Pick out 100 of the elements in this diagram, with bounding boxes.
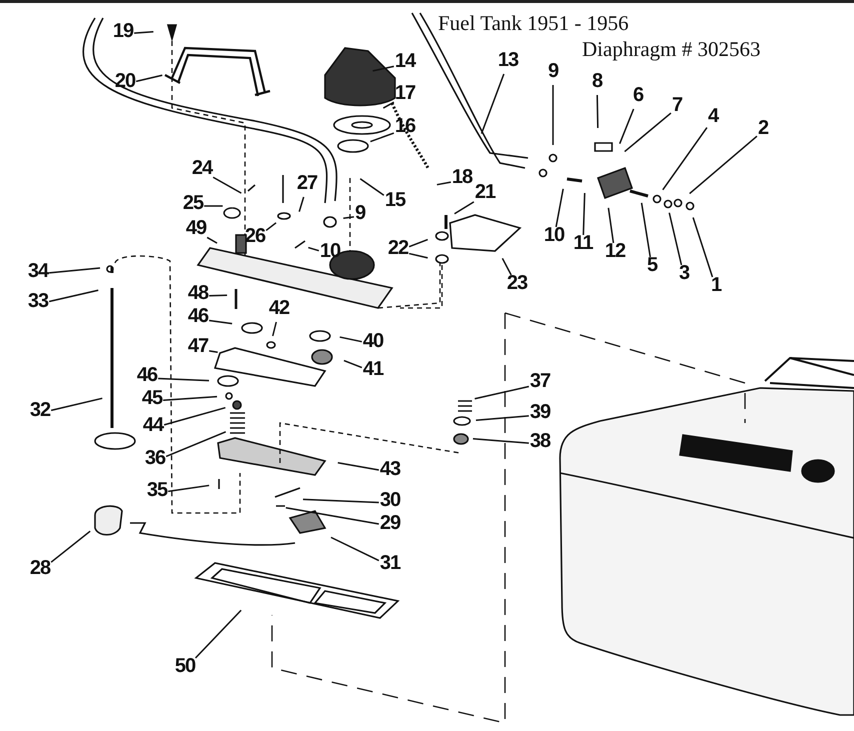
callout-number: 40	[362, 331, 384, 351]
leader-line	[209, 294, 228, 296]
leader-line	[640, 202, 651, 258]
callout-number: 46	[188, 306, 208, 326]
leader-line	[134, 30, 154, 34]
leader-line	[408, 252, 428, 259]
leader-line	[555, 188, 564, 228]
leader-line	[50, 398, 102, 412]
callout-number: 31	[380, 553, 400, 573]
callout-number: 33	[28, 291, 48, 311]
callout-number: 50	[174, 656, 196, 676]
callout-number: 9	[548, 61, 558, 81]
diagram-title: Fuel Tank 1951 - 1956	[438, 13, 629, 34]
leader-line	[476, 415, 529, 421]
leader-line	[206, 236, 218, 244]
leader-line	[692, 217, 714, 278]
callout-number: 7	[672, 95, 682, 115]
callout-number: 38	[530, 431, 550, 451]
callout-number: 9	[354, 203, 366, 223]
leader-line	[624, 112, 672, 152]
callout-number: 44	[142, 415, 164, 435]
callout-number: 14	[394, 51, 416, 71]
callout-number: 13	[498, 50, 518, 70]
leader-line	[286, 507, 379, 525]
leader-line	[662, 127, 708, 190]
callout-number: 3	[678, 263, 690, 283]
leader-line	[209, 350, 218, 354]
callout-number: 29	[380, 513, 400, 533]
callout-number: 18	[452, 167, 472, 187]
leader-line	[136, 74, 162, 82]
leader-line	[596, 94, 599, 128]
callout-number: 27	[296, 173, 318, 193]
leader-line	[330, 536, 380, 562]
leader-line	[164, 406, 226, 426]
callout-number: 2	[758, 118, 768, 138]
leader-line	[552, 85, 554, 145]
callout-number: 30	[380, 490, 400, 510]
leader-line	[298, 196, 304, 212]
leader-line	[382, 102, 394, 109]
part-number-note: Diaphragm # 302563	[582, 39, 760, 60]
callout-number: 48	[188, 283, 208, 303]
callout-number: 6	[632, 85, 644, 105]
leader-line	[343, 216, 354, 220]
leader-line	[212, 176, 242, 194]
callout-number: 10	[544, 225, 564, 245]
leader-line	[168, 484, 210, 492]
leader-line	[436, 181, 452, 186]
callout-number: 4	[708, 106, 718, 126]
leader-line	[302, 498, 379, 504]
callout-number: 11	[573, 233, 593, 253]
callout-number: 26	[244, 226, 266, 246]
leader-line	[360, 178, 384, 196]
leader-line	[266, 222, 276, 232]
callout-number: 23	[506, 273, 528, 293]
callout-number: 39	[530, 402, 550, 422]
leader-line	[209, 320, 232, 324]
leader-line	[272, 322, 277, 336]
callout-number: 37	[530, 371, 550, 391]
callout-number: 41	[362, 359, 384, 379]
leader-line	[608, 208, 614, 244]
leader-line	[344, 360, 362, 368]
leader-line	[619, 108, 634, 144]
leader-line	[472, 438, 529, 444]
callout-number: 22	[388, 238, 408, 258]
leader-line	[689, 136, 758, 194]
callout-number: 21	[474, 182, 496, 202]
callout-number: 36	[144, 448, 166, 468]
leader-line	[166, 431, 226, 458]
leader-line	[454, 201, 474, 214]
leader-line	[48, 290, 98, 302]
callout-number: 46	[136, 365, 158, 385]
leader-line	[163, 396, 218, 401]
leader-line	[340, 336, 362, 342]
callout-number: 25	[182, 193, 204, 213]
leader-line	[50, 530, 91, 563]
callout-number: 16	[394, 116, 416, 136]
leader-line	[582, 192, 586, 236]
callout-number: 5	[646, 255, 658, 275]
leader-line	[158, 378, 210, 382]
callout-number: 47	[188, 336, 208, 356]
leader-line	[408, 238, 428, 248]
leader-line	[204, 205, 223, 207]
leader-line	[502, 258, 512, 276]
callout-number: 49	[186, 218, 206, 238]
leader-line	[308, 246, 320, 252]
callout-number: 17	[394, 83, 416, 103]
leader-line	[668, 212, 682, 266]
callout-number: 34	[28, 261, 48, 281]
leader-line	[474, 386, 530, 400]
leader-line	[372, 66, 394, 72]
leader-line	[480, 74, 505, 134]
callout-number: 1	[710, 275, 722, 295]
leader-line	[49, 267, 100, 274]
callout-number: 19	[112, 21, 134, 41]
callout-number: 43	[380, 459, 400, 479]
callout-number: 12	[604, 241, 626, 261]
callout-number: 45	[142, 388, 162, 408]
leader-line	[194, 610, 242, 659]
callout-number: 24	[192, 158, 212, 178]
callout-number: 32	[30, 400, 50, 420]
